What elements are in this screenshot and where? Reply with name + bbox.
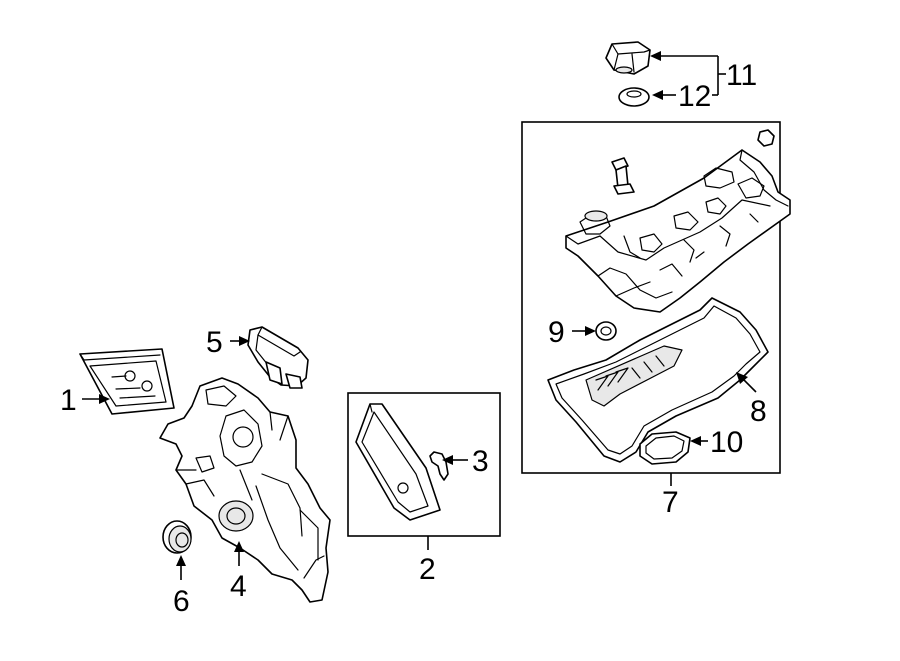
part-3-seal[interactable] [429,451,449,481]
callout-8: 8 [750,395,767,428]
callout-12: 12 [678,80,711,113]
callout-4: 4 [230,570,247,603]
callout-5: 5 [206,326,223,359]
part-2-gasket[interactable] [355,403,441,521]
part-4-timing-cover[interactable] [159,377,331,603]
part-bolt[interactable] [611,157,635,195]
callout-10: 10 [710,426,743,459]
callout-2: 2 [419,553,436,586]
part-11-oil-cap[interactable] [605,41,651,75]
callout-1: 1 [60,384,77,417]
callout-9: 9 [548,316,565,349]
part-10-seal[interactable] [639,431,691,465]
part-cap[interactable] [757,129,775,147]
part-12-cap-seal[interactable] [618,87,650,107]
callout-7: 7 [662,486,679,519]
group-7-box [521,121,781,474]
part-valve-cover[interactable] [565,149,791,313]
callout-6: 6 [173,585,190,618]
part-1-gasket[interactable] [79,348,175,415]
part-6-seal[interactable] [162,520,192,554]
part-5-cover[interactable] [247,326,309,389]
group-2-box [347,392,501,537]
callout-labels: 1 5 4 6 3 2 7 8 9 10 11 12 [60,59,767,618]
part-8-gasket[interactable] [547,297,769,463]
callout-3: 3 [472,445,489,478]
callout-11: 11 [726,59,757,92]
part-9-grommet[interactable] [595,321,617,341]
leader-lines [82,51,757,580]
